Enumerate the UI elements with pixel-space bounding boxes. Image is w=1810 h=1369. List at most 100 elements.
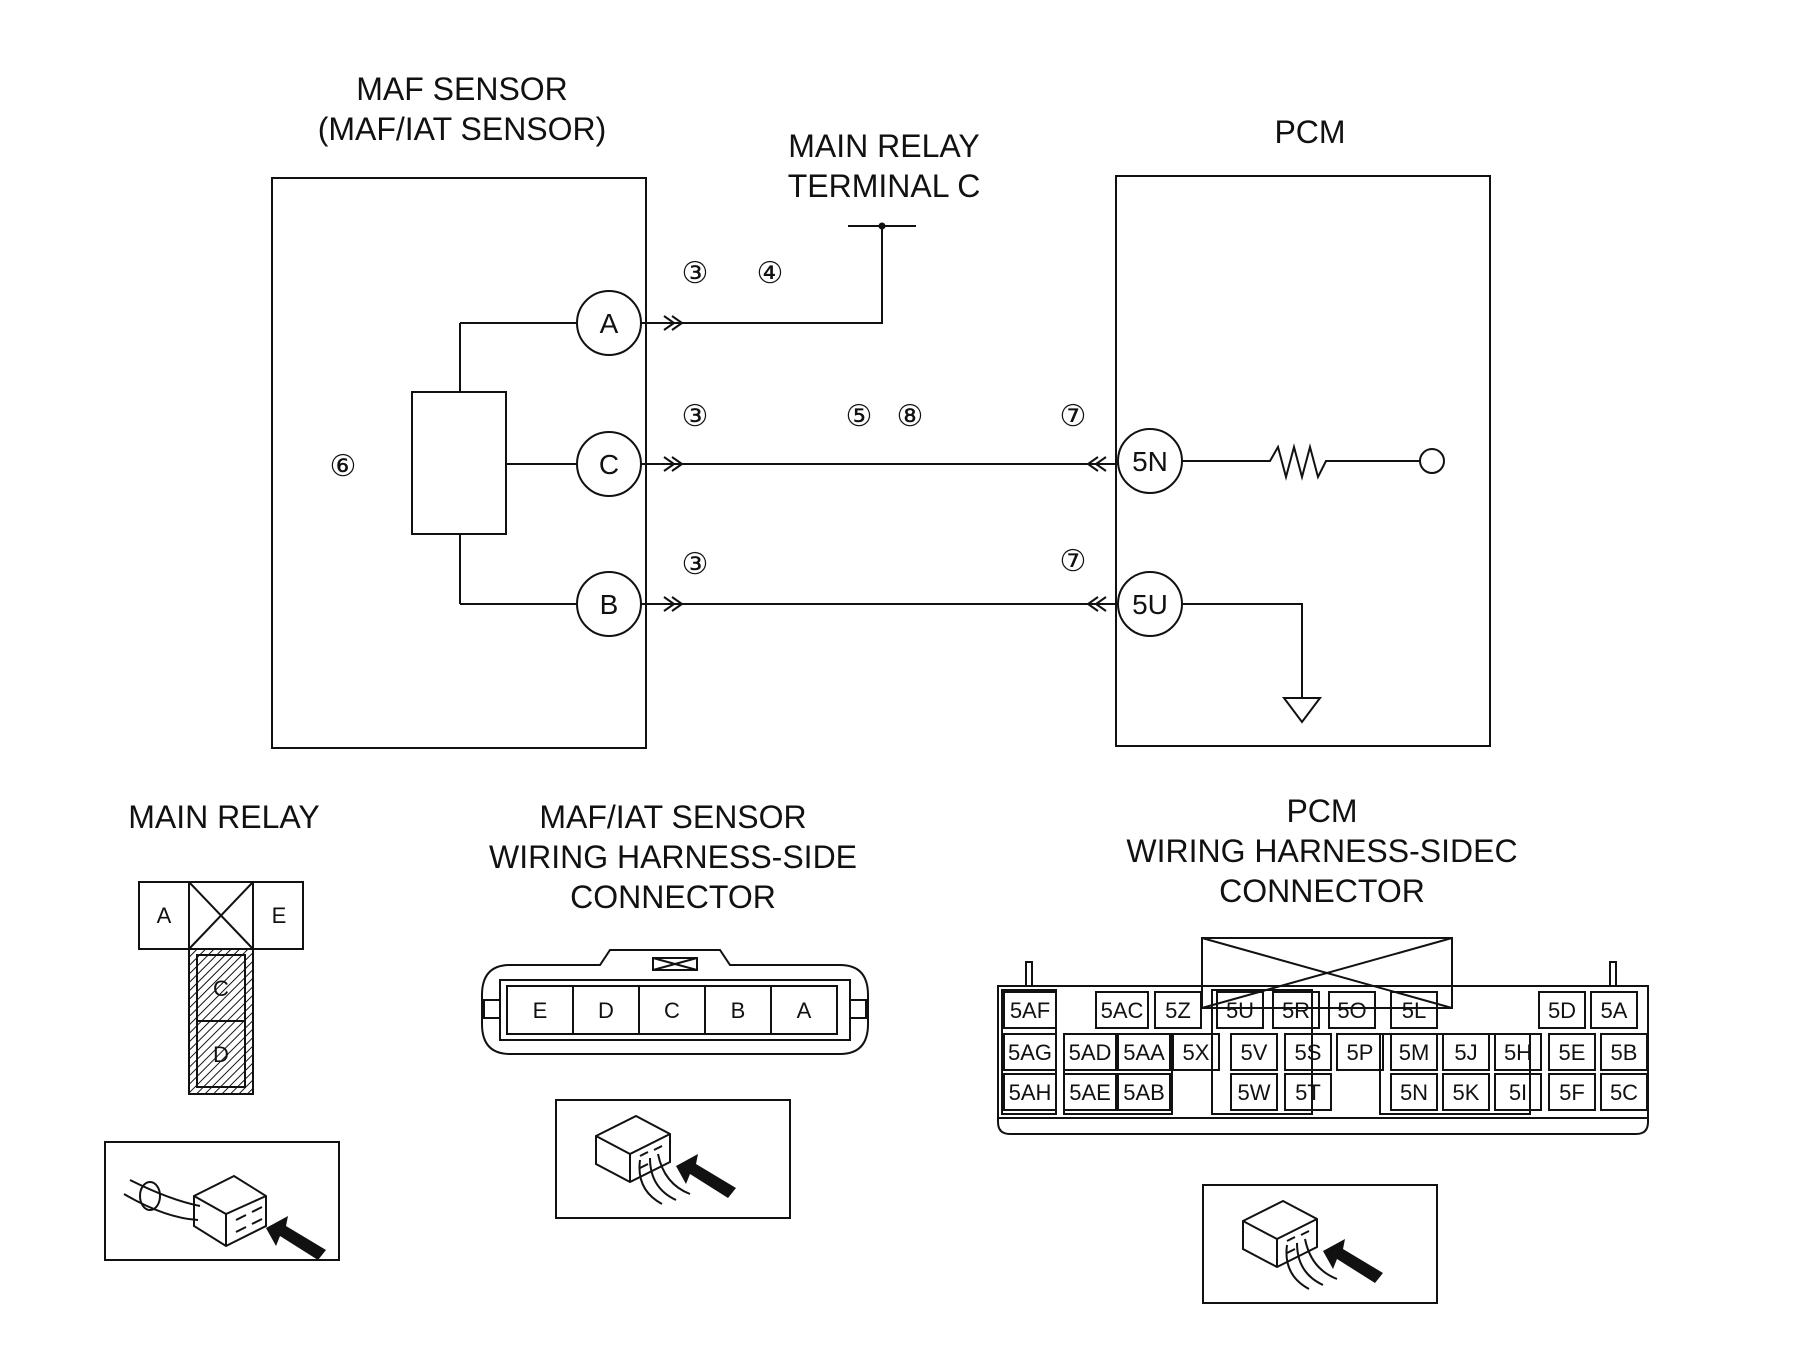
pcm-terminal-cell	[1272, 991, 1320, 1029]
main-relay-terminal-subtitle: TERMINAL C	[788, 168, 981, 204]
pcm-terminal-label: 5T	[1295, 1080, 1321, 1105]
connector-mark-5n	[1086, 456, 1107, 472]
pcm-terminal-cell	[1284, 1073, 1332, 1111]
pcm-box	[1115, 175, 1491, 747]
maf-connector-subtitle-2: CONNECTOR	[570, 879, 776, 915]
pcm-terminal-cell	[1494, 1033, 1542, 1071]
main-relay-terminal-label: C	[213, 976, 229, 1001]
step-mark: ③	[682, 400, 709, 433]
main-relay-connector-title: MAIN RELAY	[128, 799, 319, 835]
pcm-terminal-cell	[1390, 1033, 1438, 1071]
pcm-connector-subtitle-2: CONNECTOR	[1219, 873, 1425, 909]
maf-sensing-element	[411, 391, 507, 535]
pcm-terminal-label: 5D	[1548, 998, 1576, 1023]
pcm-terminal-label: 5R	[1282, 998, 1310, 1023]
maf-internal-number: ⑥	[330, 450, 357, 483]
pcm-terminal-cell	[1600, 1033, 1648, 1071]
maf-pin-c-label: C	[599, 449, 619, 480]
pcm-terminal-cell	[1216, 991, 1264, 1029]
pcm-terminal-label: 5M	[1399, 1040, 1430, 1065]
pcm-terminal-cell	[1390, 991, 1438, 1029]
main-relay-terminal-label: D	[213, 1042, 229, 1067]
pcm-terminal-label: 5AD	[1069, 1040, 1112, 1065]
view-direction-arrow-icon	[266, 1216, 326, 1260]
maf-connector-view-inset	[555, 1099, 791, 1219]
pcm-terminal-cell	[1390, 1073, 1438, 1111]
maf-sensor-title: MAF SENSOR	[356, 71, 568, 107]
pcm-terminal-label: 5AC	[1101, 998, 1144, 1023]
pcm-terminal-label: 5AA	[1123, 1040, 1165, 1065]
pcm-terminal-cell	[1336, 1033, 1384, 1071]
connector-mark-a	[663, 315, 684, 331]
pcm-terminal-cell	[1172, 1033, 1220, 1071]
pcm-terminal-cell	[1442, 1073, 1490, 1111]
wire-a	[641, 226, 883, 324]
pcm-terminal-cell	[1117, 1033, 1171, 1071]
pcm-ground-wire	[1182, 603, 1303, 698]
step-mark: ④	[757, 257, 784, 290]
pcm-terminal-cell	[1328, 991, 1376, 1029]
connector-mark-c	[663, 456, 684, 472]
pcm-terminal-label: 5V	[1241, 1040, 1268, 1065]
pcm-pullup-resistor	[1182, 443, 1420, 481]
pcm-terminal-label: 5P	[1347, 1040, 1374, 1065]
maf-connector-terminal-label: E	[533, 998, 548, 1023]
pcm-terminal-label: 5AF	[1010, 998, 1050, 1023]
pcm-terminal-cell	[1538, 991, 1586, 1029]
maf-harness-connector	[481, 949, 869, 1055]
pcm-connector-title: PCM	[1286, 793, 1357, 829]
maf-connector-terminal-label: B	[731, 998, 746, 1023]
pcm-connector-subtitle: WIRING HARNESS-SIDEC	[1126, 833, 1517, 869]
pcm-terminal-label: 5N	[1400, 1080, 1428, 1105]
pcm-terminal-label: 5Z	[1165, 998, 1191, 1023]
pcm-terminal-label: 5J	[1454, 1040, 1477, 1065]
pcm-terminal-cell	[1230, 1073, 1278, 1111]
pcm-terminal-label: 5B	[1611, 1040, 1638, 1065]
pcm-terminal-label: 5H	[1504, 1040, 1532, 1065]
pcm-terminal-cell	[1548, 1073, 1596, 1111]
pcm-terminal-label: 5F	[1559, 1080, 1585, 1105]
step-mark: ⑧	[897, 400, 924, 433]
maf-connector-subtitle: WIRING HARNESS-SIDE	[489, 839, 857, 875]
maf-pin-b-label: B	[600, 589, 619, 620]
pcm-terminal-cell	[1063, 1073, 1117, 1111]
pcm-terminal-label: 5E	[1559, 1040, 1586, 1065]
pcm-terminal-label: 5K	[1453, 1080, 1480, 1105]
pcm-connector-view-inset	[1202, 1184, 1438, 1304]
main-relay-terminal-label: A	[157, 903, 172, 928]
maf-pin-a-label: A	[600, 308, 619, 339]
pcm-terminal-cell	[1063, 1033, 1117, 1071]
main-relay-terminal-dot	[878, 222, 886, 230]
step-mark: ⑦	[1060, 400, 1087, 433]
pcm-terminal-cell	[1003, 1073, 1057, 1111]
pcm-terminal-cell	[1284, 1033, 1332, 1071]
pcm-terminal-cell	[1230, 1033, 1278, 1071]
pcm-terminal-cell	[1590, 991, 1638, 1029]
step-mark: ③	[682, 257, 709, 290]
pcm-terminal-label: 5AB	[1123, 1080, 1165, 1105]
pcm-reference-terminal	[1419, 448, 1445, 474]
pcm-terminal-label: 5I	[1509, 1080, 1527, 1105]
pcm-terminal-cell	[1600, 1073, 1648, 1111]
pcm-terminal-label: 5U	[1226, 998, 1254, 1023]
maf-connector-title: MAF/IAT SENSOR	[539, 799, 806, 835]
view-direction-arrow-icon	[676, 1154, 736, 1198]
pcm-terminal-cell	[1548, 1033, 1596, 1071]
pcm-terminal-cell	[1003, 1033, 1057, 1071]
main-relay-view-inset	[104, 1141, 340, 1261]
maf-connector-terminal-label: A	[797, 998, 812, 1023]
maf-connector-terminal-label: D	[598, 998, 614, 1023]
pcm-terminal-label: 5A	[1601, 998, 1628, 1023]
pcm-terminal-cell	[1154, 991, 1202, 1029]
pcm-terminal-cell	[1117, 1073, 1171, 1111]
pcm-terminal-label: 5C	[1610, 1080, 1638, 1105]
maf-connector-terminal-label: C	[664, 998, 680, 1023]
pcm-terminal-label: 5S	[1295, 1040, 1322, 1065]
pcm-terminal-label: 5AH	[1009, 1080, 1052, 1105]
pcm-terminal-cell	[1095, 991, 1149, 1029]
pcm-terminal-cell	[1442, 1033, 1490, 1071]
pcm-title: PCM	[1274, 114, 1345, 150]
pcm-terminal-label: 5O	[1337, 998, 1366, 1023]
